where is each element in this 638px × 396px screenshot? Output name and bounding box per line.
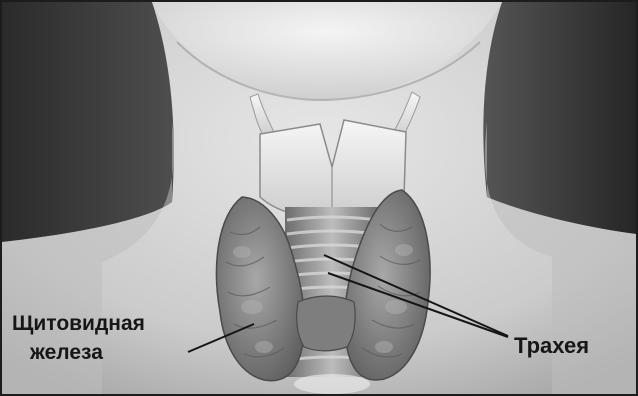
thyroid-label-line1: Щитовидная <box>12 313 145 334</box>
thyroid-isthmus <box>297 296 356 351</box>
hair-right <box>483 2 636 234</box>
thyroid-label-line2: железа <box>30 342 145 363</box>
hair-left <box>2 2 174 242</box>
thyroid-gland-label: Щитовидная железа <box>12 313 145 363</box>
trachea-label: Трахея <box>514 335 589 357</box>
